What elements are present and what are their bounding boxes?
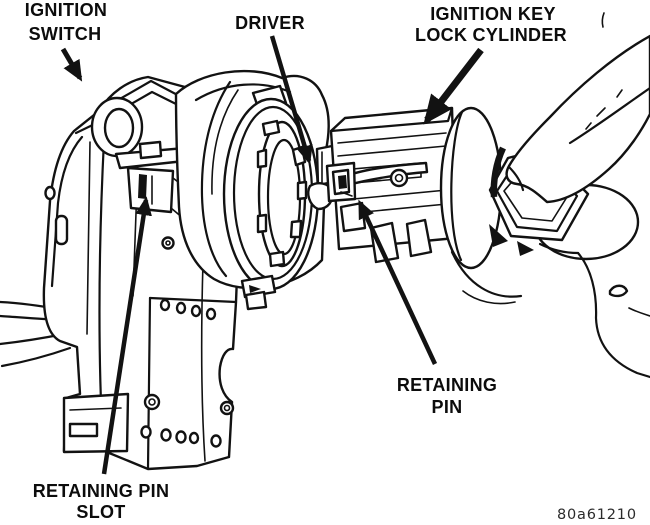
- driver-arrow: [269, 35, 313, 165]
- driver-label: DRIVER: [235, 13, 305, 33]
- retaining-pin-label-line1: RETAINING: [397, 375, 497, 395]
- retaining-pin-slot-label-line2: SLOT: [76, 502, 125, 522]
- ignition-switch-arrow: [60, 47, 83, 82]
- retaining-pin-slot-arrow: [101, 196, 152, 475]
- retaining-pin-label-line2: PIN: [432, 397, 463, 417]
- callout-arrows: [60, 35, 484, 475]
- plate-holes-lower: [140, 425, 222, 448]
- ignition-key-lock-cylinder-label-line2: LOCK CYLINDER: [415, 25, 567, 45]
- ignition-key-lock-cylinder-arrow: [423, 47, 484, 125]
- callout-labels: IGNITION SWITCH DRIVER IGNITION KEY LOCK…: [25, 0, 637, 523]
- ignition-switch-label-line2: SWITCH: [29, 24, 102, 44]
- retaining-pin-art: [325, 161, 357, 203]
- screw-head: [161, 236, 175, 250]
- retaining-pin-slot-label-line1: RETAINING PIN: [33, 481, 170, 501]
- figure-code: 80a61210: [557, 507, 637, 523]
- retaining-pin-arrow: [357, 199, 438, 365]
- ignition-key-lock-cylinder-label-line1: IGNITION KEY: [430, 4, 556, 24]
- screw-head: [143, 393, 161, 411]
- plate-holes-upper: [159, 298, 217, 321]
- connector-art: [62, 392, 130, 454]
- lock-cylinder-art: [325, 106, 523, 305]
- thumb: [505, 34, 650, 204]
- ignition-switch-label-line1: IGNITION: [25, 0, 107, 20]
- driver-ring-art: [174, 69, 340, 311]
- screw-head: [219, 400, 235, 416]
- hand-art: [488, 12, 650, 379]
